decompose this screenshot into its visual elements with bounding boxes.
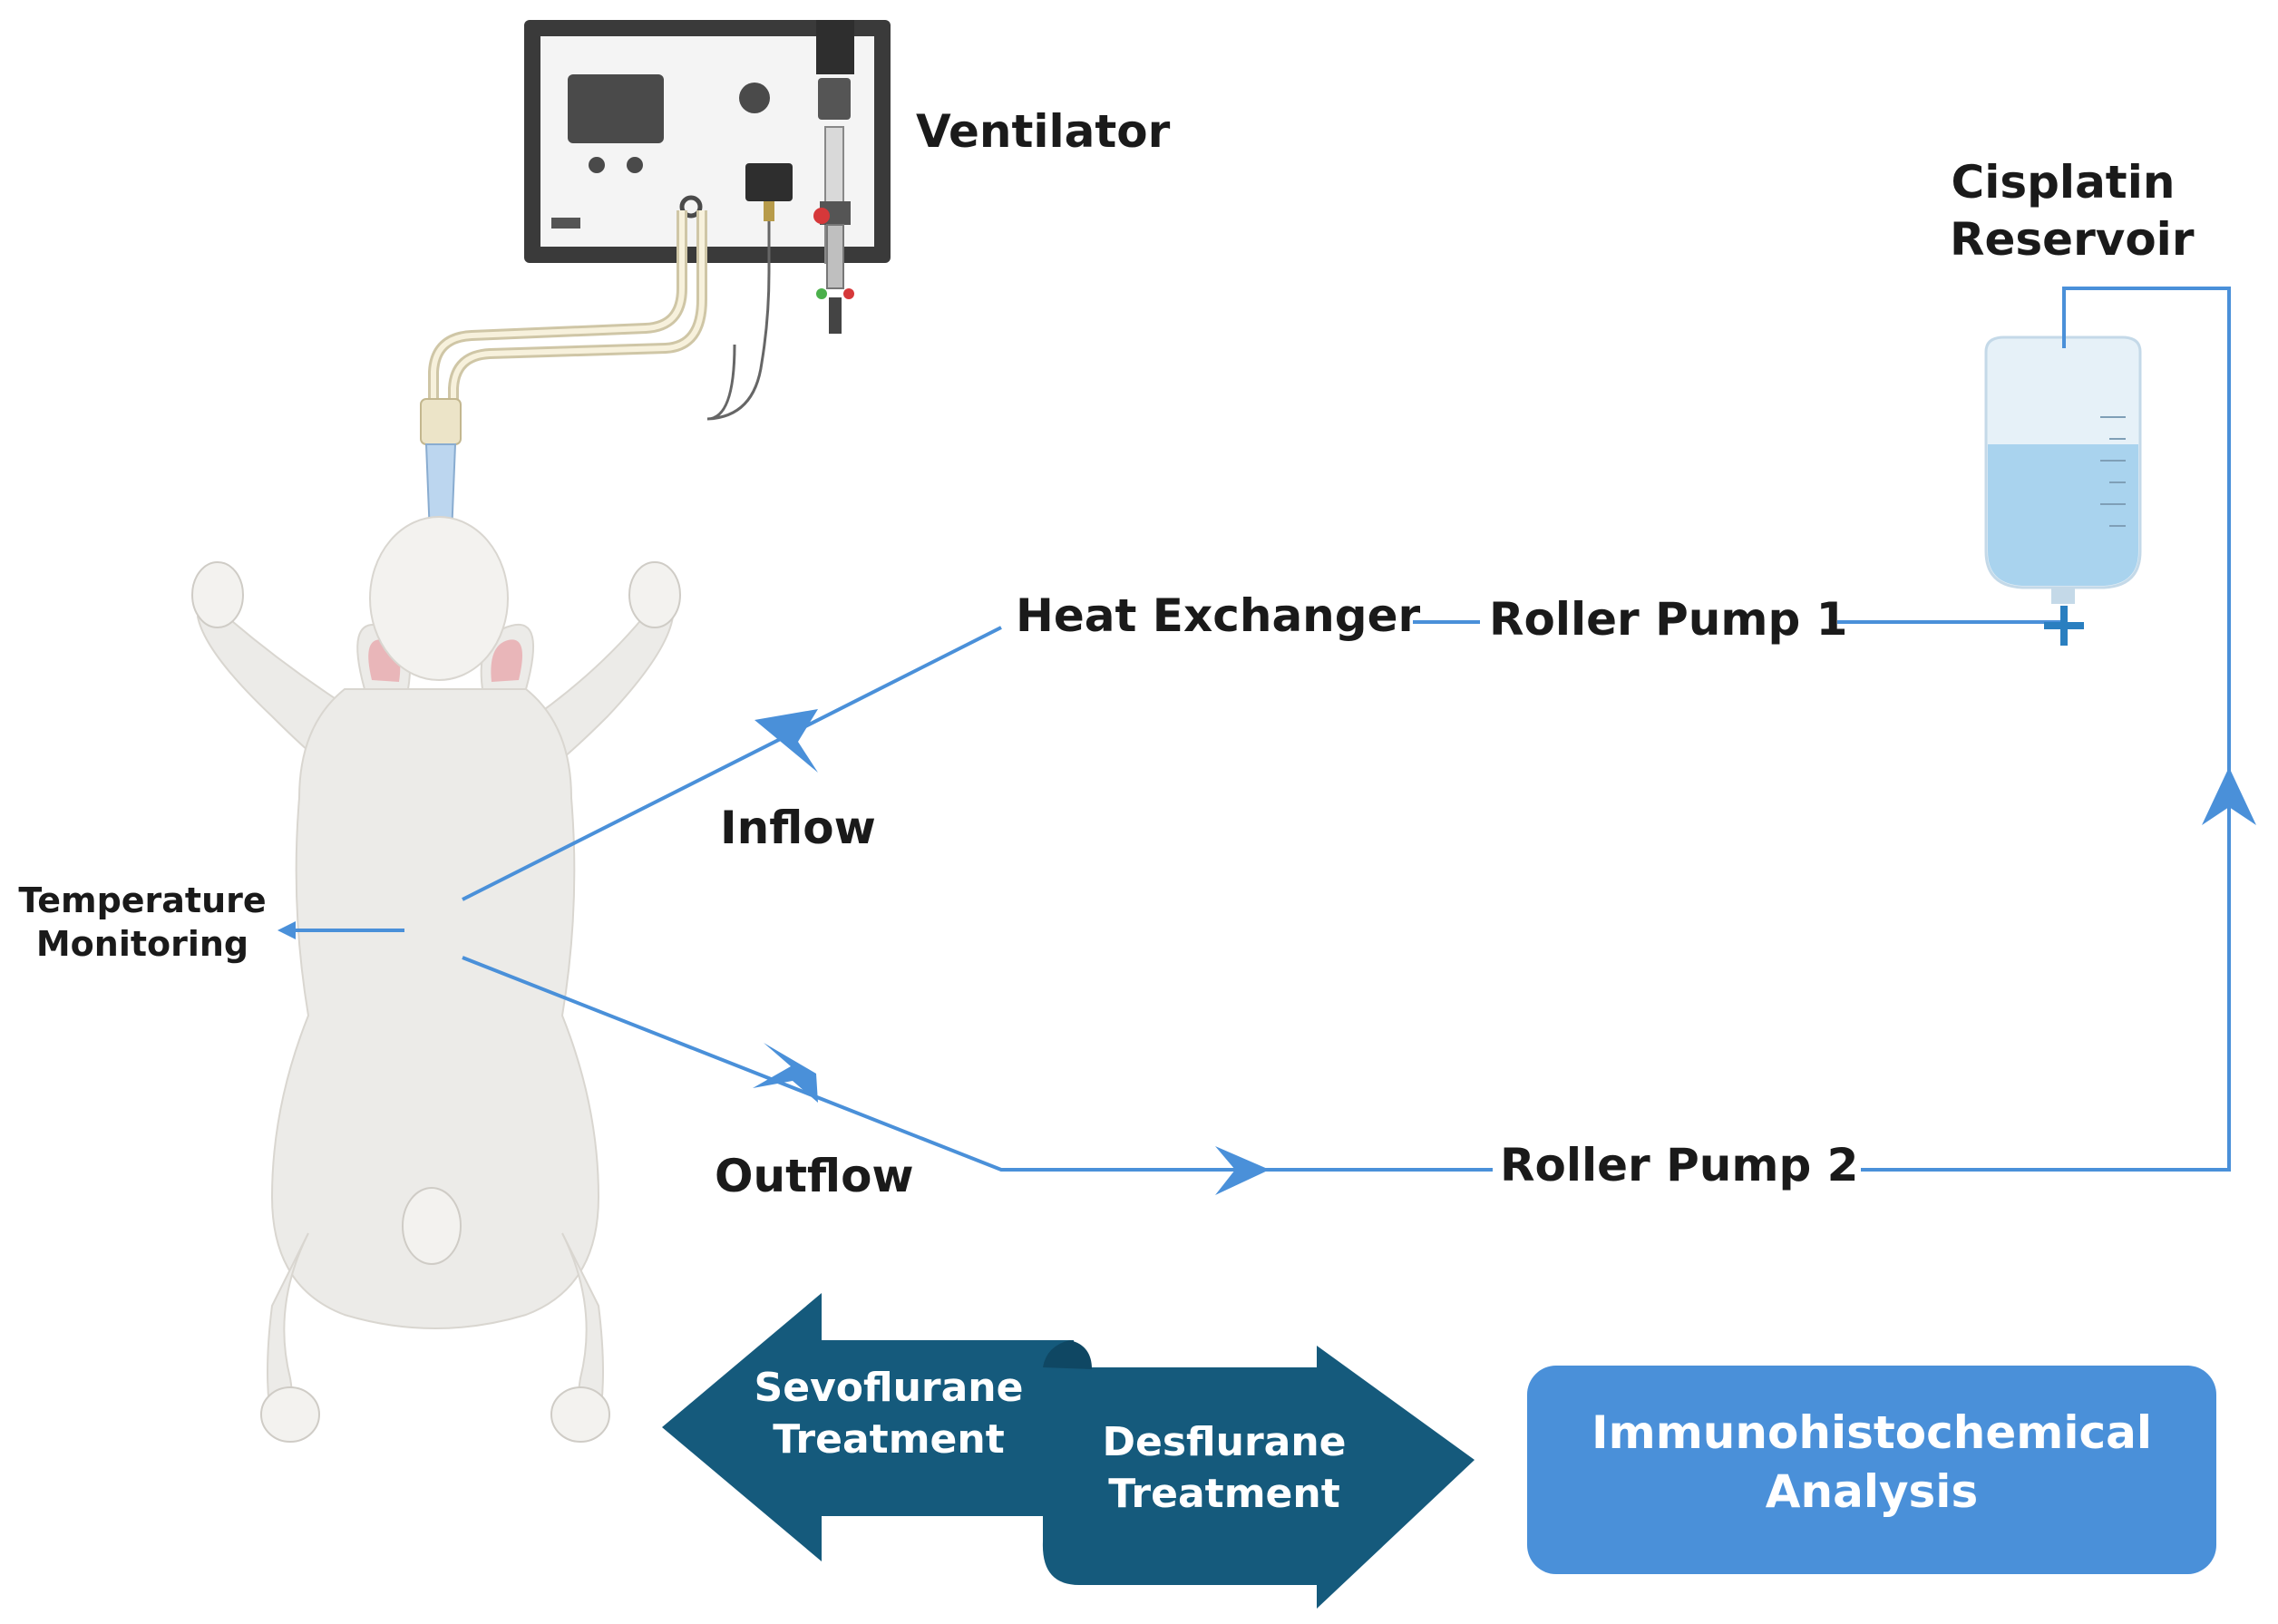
inflow-label: Inflow	[720, 802, 876, 854]
analysis-box	[1527, 1366, 2216, 1574]
analysis-label: Immunohistochemical Analysis	[1527, 1404, 2216, 1522]
cisplatin-reservoir-label: Cisplatin Reservoir	[1950, 154, 2195, 267]
sevoflurane-line2: Treatment	[773, 1416, 1005, 1464]
sevoflurane-label: Sevoflurane Treatment	[744, 1362, 1034, 1465]
roller-pump-2-label: Roller Pump 2	[1500, 1139, 1859, 1191]
ventilator-icon	[524, 20, 891, 334]
rabbit-icon	[191, 398, 681, 1443]
pump2-arrow-icon	[1215, 1146, 1270, 1195]
flow-circuit	[288, 287, 2231, 1172]
analysis-line1: Immunohistochemical	[1592, 1406, 2152, 1459]
connector-plus-icon	[2044, 606, 2084, 646]
temperature-label-line1: Temperature	[18, 880, 267, 920]
temperature-arrow-icon	[277, 921, 296, 939]
desflurane-line1: Desflurane	[1102, 1419, 1347, 1465]
desflurane-label: Desflurane Treatment	[1079, 1416, 1369, 1520]
cisplatin-label-line1: Cisplatin	[1951, 156, 2176, 209]
temperature-label-line2: Monitoring	[35, 923, 249, 964]
outflow-arrow-icon	[753, 1043, 818, 1103]
cisplatin-label-line2: Reservoir	[1950, 212, 2195, 266]
sevoflurane-line1: Sevoflurane	[754, 1365, 1024, 1411]
desflurane-line2: Treatment	[1108, 1471, 1340, 1518]
ventilator-tubing	[428, 210, 771, 421]
roller-pump-1-label: Roller Pump 1	[1489, 593, 1848, 646]
temperature-monitoring-label: Temperature Monitoring	[11, 880, 274, 966]
inflow-arrow-icon	[754, 709, 818, 773]
outflow-label: Outflow	[715, 1150, 914, 1202]
double-arrow-icon	[662, 1293, 1475, 1609]
iv-bag-icon	[1984, 335, 2142, 604]
ventilator-label: Ventilator	[916, 105, 1171, 158]
return-arrow-icon	[2202, 767, 2256, 825]
heat-exchanger-label: Heat Exchanger	[1016, 589, 1421, 642]
analysis-line2: Analysis	[1765, 1465, 1979, 1518]
